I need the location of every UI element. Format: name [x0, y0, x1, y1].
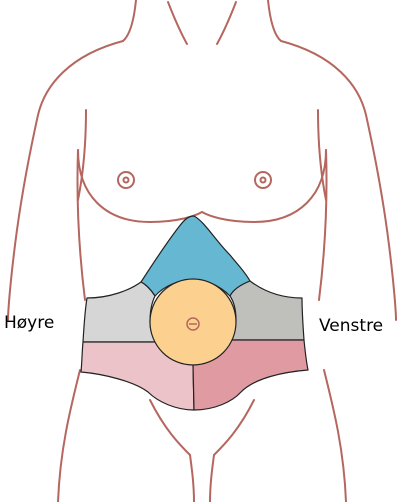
chest-right-outline: [201, 149, 327, 223]
shoulder-right-line: [280, 40, 397, 321]
neck-left-line: [122, 0, 137, 42]
hip-right-line: [323, 369, 347, 502]
neck-right-line: [267, 0, 282, 42]
armpit-right-line: [317, 109, 327, 201]
groin-left-line: [149, 399, 191, 456]
inner-thigh-left-line: [189, 454, 195, 502]
left-side-label: Venstre: [319, 316, 384, 336]
armpit-left-line: [77, 109, 87, 201]
nipple-right: [254, 171, 272, 189]
nipple-left: [117, 171, 135, 189]
flank-right-line: [318, 149, 328, 301]
abdominal-regions: [80, 215, 309, 411]
clavicle-right: [216, 1, 237, 45]
groin-right-line: [213, 399, 255, 456]
right-lumbar-region: [82, 281, 157, 343]
flank-left-line: [76, 149, 86, 301]
inner-thigh-right-line: [209, 454, 215, 502]
umbilical-region: [149, 278, 237, 366]
hip-left-line: [57, 369, 81, 502]
navel-icon: [186, 317, 200, 331]
chest-left-outline: [77, 149, 203, 223]
left-lumbar-region: [227, 280, 305, 341]
right-side-label: Høyre: [4, 313, 55, 333]
shoulder-left-line: [7, 40, 124, 321]
clavicle-left: [167, 1, 188, 45]
torso-outline: [7, 0, 397, 502]
